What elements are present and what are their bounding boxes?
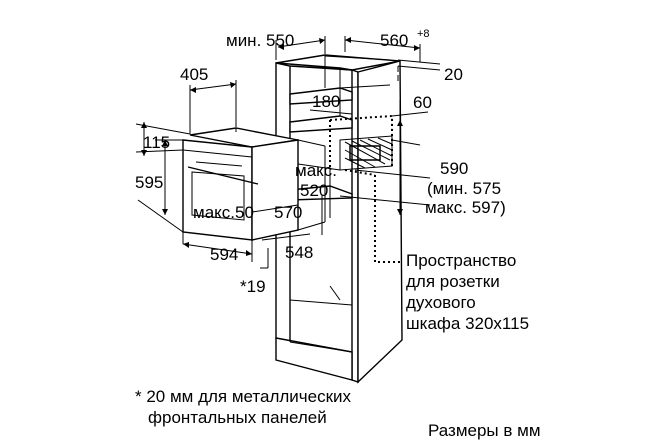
dim-560: 560 (380, 31, 408, 50)
footnote-line: фронтальных панелей (148, 408, 327, 427)
dim-60: 60 (413, 93, 432, 112)
dim-570: 570 (274, 203, 302, 222)
dim-405: 405 (180, 65, 208, 84)
dim-548: 548 (285, 243, 313, 262)
arrowheads (141, 37, 420, 256)
socket-dotted-outline (329, 114, 400, 263)
socket-note: Пространство для розетки духового шкафа … (406, 250, 529, 334)
dimension-lines (135, 36, 441, 269)
dim-590: 590 (440, 159, 468, 178)
dim-520: 520 (300, 181, 328, 200)
dim-594: 594 (210, 245, 238, 264)
oven (182, 127, 326, 244)
dim-max-50: макс.50 (193, 203, 254, 222)
dim-115: 115 (143, 133, 170, 152)
socket-note-line: духового (406, 293, 476, 312)
dim-560-tolerance: +8 (417, 28, 430, 40)
dim-20: 20 (444, 65, 463, 84)
units-note: Размеры в мм (428, 421, 541, 440)
dim-star-19: *19 (240, 277, 266, 296)
dim-min-550: мин. 550 (226, 31, 294, 50)
socket-note-line: для розетки (406, 272, 500, 291)
dim-max-label: макс. (295, 161, 337, 180)
footnote-line: * 20 мм для металлических (135, 387, 352, 406)
socket-note-line: шкафа 320x115 (406, 314, 530, 333)
cabinet (275, 54, 403, 384)
dim-595: 595 (135, 173, 163, 192)
dim-max-597: макс. 597) (425, 198, 506, 217)
socket-note-line: Пространство (406, 251, 517, 270)
footnote: * 20 мм для металлических фронтальных па… (135, 386, 351, 428)
dim-min-575: (мин. 575 (427, 179, 501, 198)
dim-180: 180 (312, 92, 340, 111)
